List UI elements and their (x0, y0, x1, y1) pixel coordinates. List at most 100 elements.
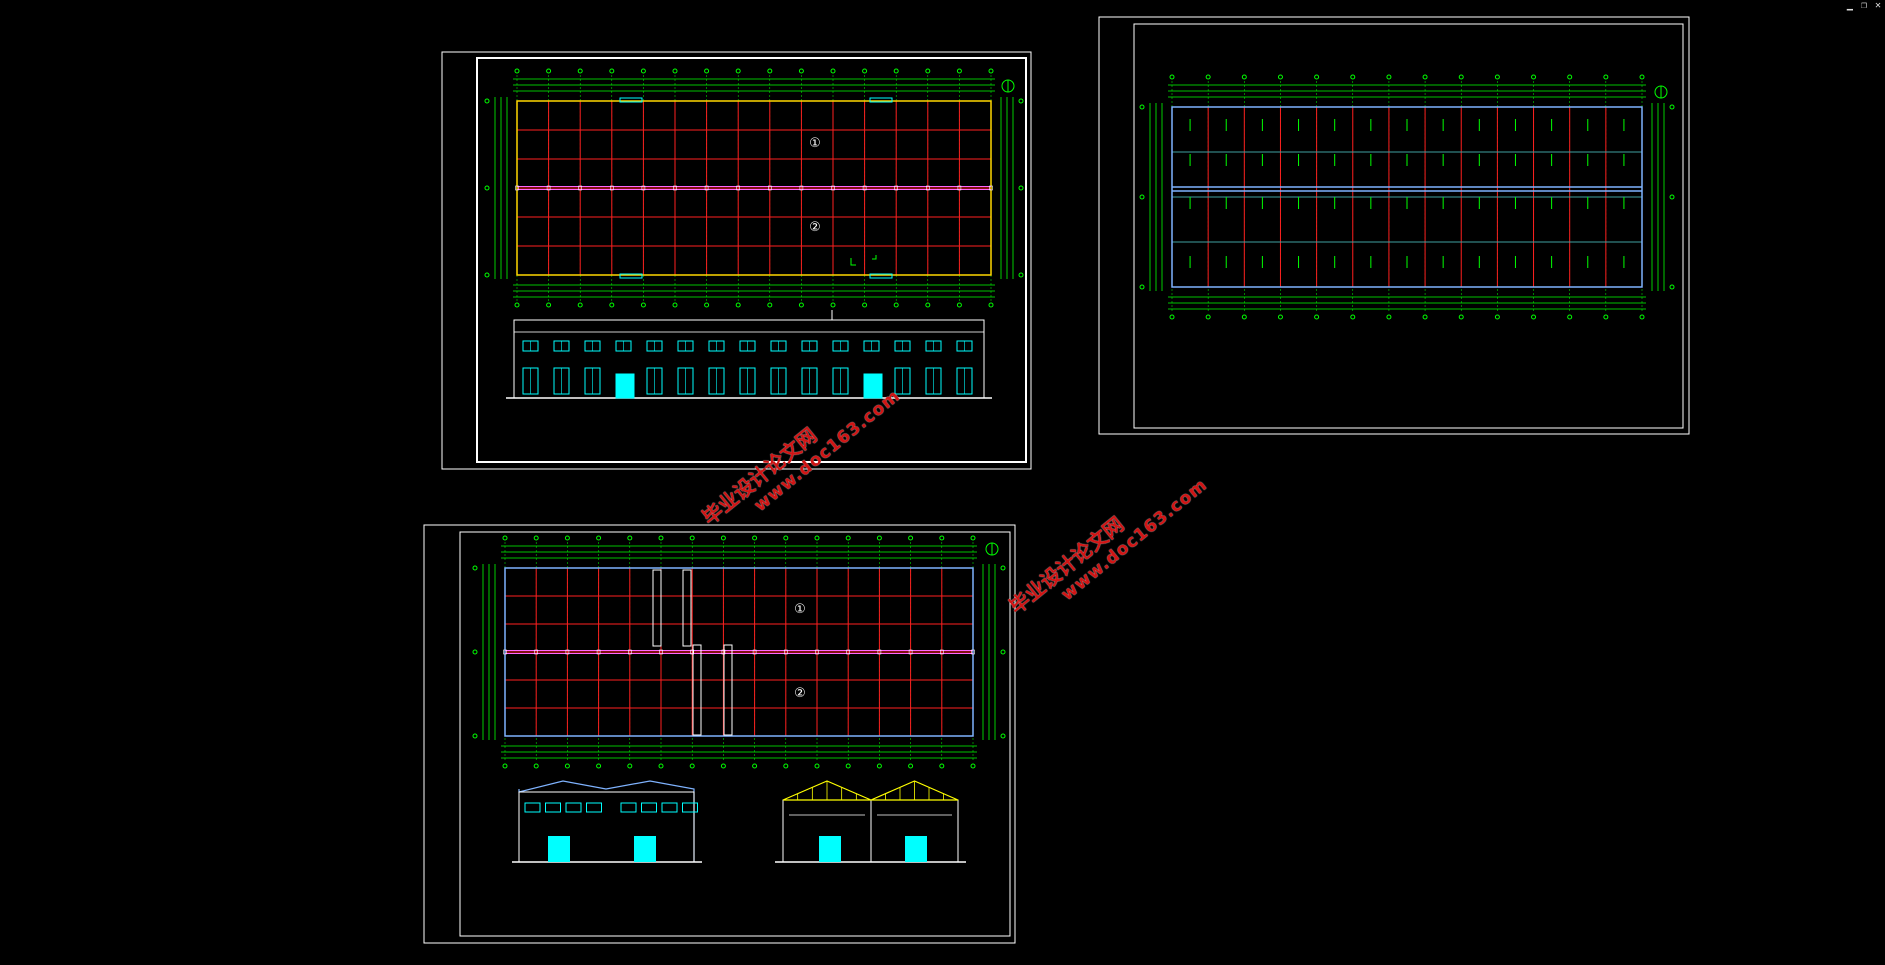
restore-icon[interactable]: ❐ (1860, 0, 1867, 11)
axis-bubble (689, 535, 695, 541)
upper-window (545, 802, 561, 813)
axis-bubble (752, 763, 758, 769)
entrance-door (905, 836, 927, 862)
entrance-door (634, 836, 656, 862)
axis-bubble (609, 302, 615, 308)
axis-bubble (1018, 185, 1024, 191)
sheet-1-outer-border (441, 51, 1032, 470)
column-mark (752, 649, 757, 655)
minimize-icon[interactable]: ▁ (1846, 0, 1853, 11)
axis-bubble (925, 68, 931, 74)
axis-bubble (1205, 74, 1211, 80)
axis-bubble (893, 68, 899, 74)
column-mark (736, 185, 741, 191)
column-mark (783, 649, 788, 655)
axis-bubble (845, 763, 851, 769)
axis-bubble (514, 68, 520, 74)
close-icon[interactable]: ✕ (1874, 0, 1881, 11)
axis-bubble (1603, 314, 1609, 320)
axis-bubble (1639, 74, 1645, 80)
axis-bubble (689, 763, 695, 769)
column-mark (846, 649, 851, 655)
column-mark (721, 649, 726, 655)
axis-bubble (830, 68, 836, 74)
axis-bubble (720, 763, 726, 769)
column-mark (534, 649, 539, 655)
axis-bubble (970, 535, 976, 541)
axis-bubble (720, 535, 726, 541)
axis-bubble (862, 68, 868, 74)
axis-bubble (1314, 74, 1320, 80)
entrance-door (615, 373, 635, 399)
sheet-3-axis-bubble-2: ② (794, 686, 806, 701)
axis-bubble (1386, 314, 1392, 320)
stair-shaft (692, 644, 702, 736)
column-mark (767, 185, 772, 191)
axis-bubble (1386, 74, 1392, 80)
axis-bubble (988, 302, 994, 308)
axis-bubble (1205, 314, 1211, 320)
column-mark (799, 185, 804, 191)
stair-mark (850, 255, 877, 266)
axis-bubble (783, 535, 789, 541)
axis-bubble (704, 68, 710, 74)
sheet-1-inner-border (476, 57, 1027, 463)
column-mark (704, 185, 709, 191)
axis-bubble (1000, 565, 1006, 571)
axis-bubble (1350, 74, 1356, 80)
column-mark (565, 649, 570, 655)
axis-bubble (596, 763, 602, 769)
column-mark (546, 185, 551, 191)
sheet-2-inner-border (1133, 23, 1684, 429)
axis-bubble (658, 535, 664, 541)
sheet-1-floor-plan (484, 68, 1024, 308)
parapet (513, 319, 985, 333)
axis-bubble (1000, 649, 1006, 655)
axis-bubble (704, 302, 710, 308)
column-mark (673, 185, 677, 191)
axis-bubble (640, 302, 646, 308)
axis-bubble (1277, 74, 1283, 80)
axis-bubble (533, 763, 539, 769)
axis-bubble (472, 733, 478, 739)
column-mark (659, 649, 663, 655)
axis-bubble (1241, 74, 1247, 80)
axis-bubble (564, 763, 570, 769)
axis-bubble (798, 302, 804, 308)
upper-window (682, 802, 698, 813)
axis-bubble (798, 68, 804, 74)
axis-bubble (893, 302, 899, 308)
axis-bubble (472, 565, 478, 571)
axis-bubble (1241, 314, 1247, 320)
sheet-3-side-elevation (512, 780, 702, 863)
axis-bubble (577, 302, 583, 308)
axis-bubble (1422, 74, 1428, 80)
column-mark (515, 185, 519, 191)
column-mark (831, 185, 835, 191)
plan-outline (516, 100, 992, 276)
plan-outline (1171, 106, 1643, 288)
axis-bubble (1531, 74, 1537, 80)
window-controls: ▁ ❐ ✕ (1847, 0, 1881, 12)
sheet-3-outer-border (423, 524, 1016, 944)
column-mark (971, 649, 975, 655)
axis-bubble (908, 535, 914, 541)
column-mark (908, 649, 913, 655)
axis-bubble (484, 185, 490, 191)
column-mark (877, 649, 882, 655)
axis-bubble (658, 763, 664, 769)
axis-bubble (876, 535, 882, 541)
axis-bubble (1314, 314, 1320, 320)
door-mark (619, 97, 643, 103)
axis-bubble (1494, 74, 1500, 80)
column-mark (609, 185, 614, 191)
axis-bubble (577, 68, 583, 74)
roof-profile (518, 780, 695, 862)
axis-bubble (956, 302, 962, 308)
column-mark (503, 649, 507, 655)
column-mark (596, 649, 601, 655)
axis-bubble (767, 68, 773, 74)
axis-bubble (862, 302, 868, 308)
axis-bubble (1567, 314, 1573, 320)
